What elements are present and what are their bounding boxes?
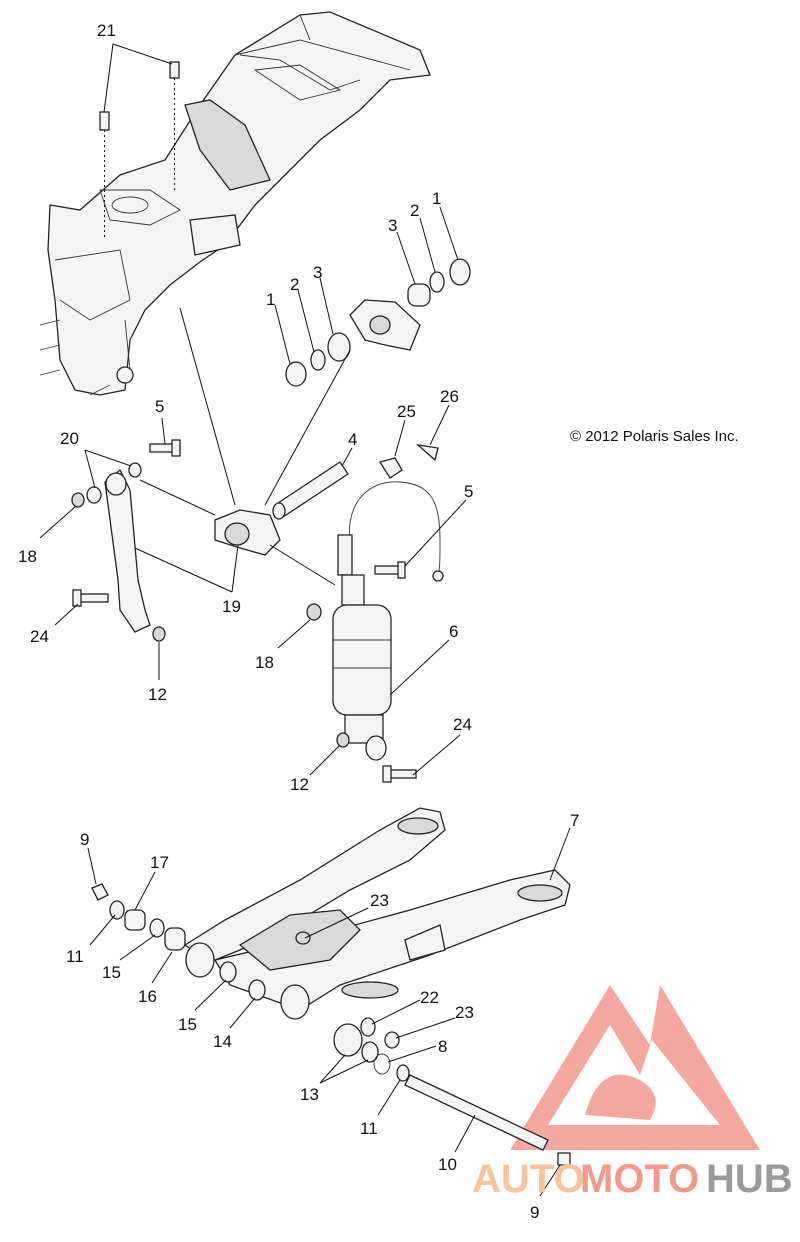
callout-1: 1 [432,189,441,208]
leader-lines [39,43,571,1197]
callout-15: 15 [102,963,121,982]
callout-6: 6 [449,622,458,641]
callout-9: 9 [530,1203,539,1222]
callout-11: 11 [360,1119,378,1138]
pivot-hardware-right [333,1017,571,1166]
callout-25: 25 [397,402,416,421]
shock-absorber [306,444,444,783]
callout-10: 10 [438,1155,457,1174]
callout-labels: 21 1 2 3 1 2 3 4 5 20 18 19 24 12 25 26 … [18,21,579,1222]
callout-18: 18 [18,547,37,566]
callout-7: 7 [570,811,579,830]
rocker-link [71,439,281,642]
callout-1: 1 [266,290,275,309]
callout-3: 3 [388,216,397,235]
callout-13: 13 [300,1085,319,1104]
pivot-hardware-left [91,883,266,1001]
callout-22: 22 [420,988,439,1007]
callout-5: 5 [464,482,473,501]
bolt-21 [99,61,180,240]
callout-5: 5 [155,397,164,416]
callout-2: 2 [410,201,419,220]
callout-24: 24 [453,715,472,734]
callout-9: 9 [80,830,89,849]
callout-24: 24 [30,627,49,646]
callout-12: 12 [148,685,167,704]
callout-14: 14 [213,1032,232,1051]
callout-23: 23 [455,1003,474,1022]
watermark-auto: AUTO [472,1157,585,1201]
watermark-moto: MOTO [580,1157,699,1201]
main-frame [39,11,431,396]
copyright-notice: © 2012 Polaris Sales Inc. [570,428,739,445]
callout-26: 26 [440,387,459,406]
watermark-wordmark: AUTO MOTO HUB [472,1157,793,1201]
callout-18: 18 [255,653,274,672]
swingarm [183,807,571,1020]
callout-16: 16 [138,987,157,1006]
callout-15: 15 [178,1015,197,1034]
pin-4 [272,461,349,520]
callout-23: 23 [370,891,389,910]
watermark-logo [510,985,760,1150]
callout-4: 4 [348,430,357,449]
watermark-hub: HUB [706,1157,793,1201]
callout-19: 19 [222,597,241,616]
callout-12: 12 [290,775,309,794]
callout-21: 21 [97,21,116,40]
callout-11: 11 [66,947,84,966]
callout-20: 20 [60,429,79,448]
callout-2: 2 [290,275,299,294]
callout-8: 8 [438,1037,447,1056]
callout-3: 3 [313,263,322,282]
bushing-set-upper [285,258,471,387]
callout-17: 17 [150,853,169,872]
